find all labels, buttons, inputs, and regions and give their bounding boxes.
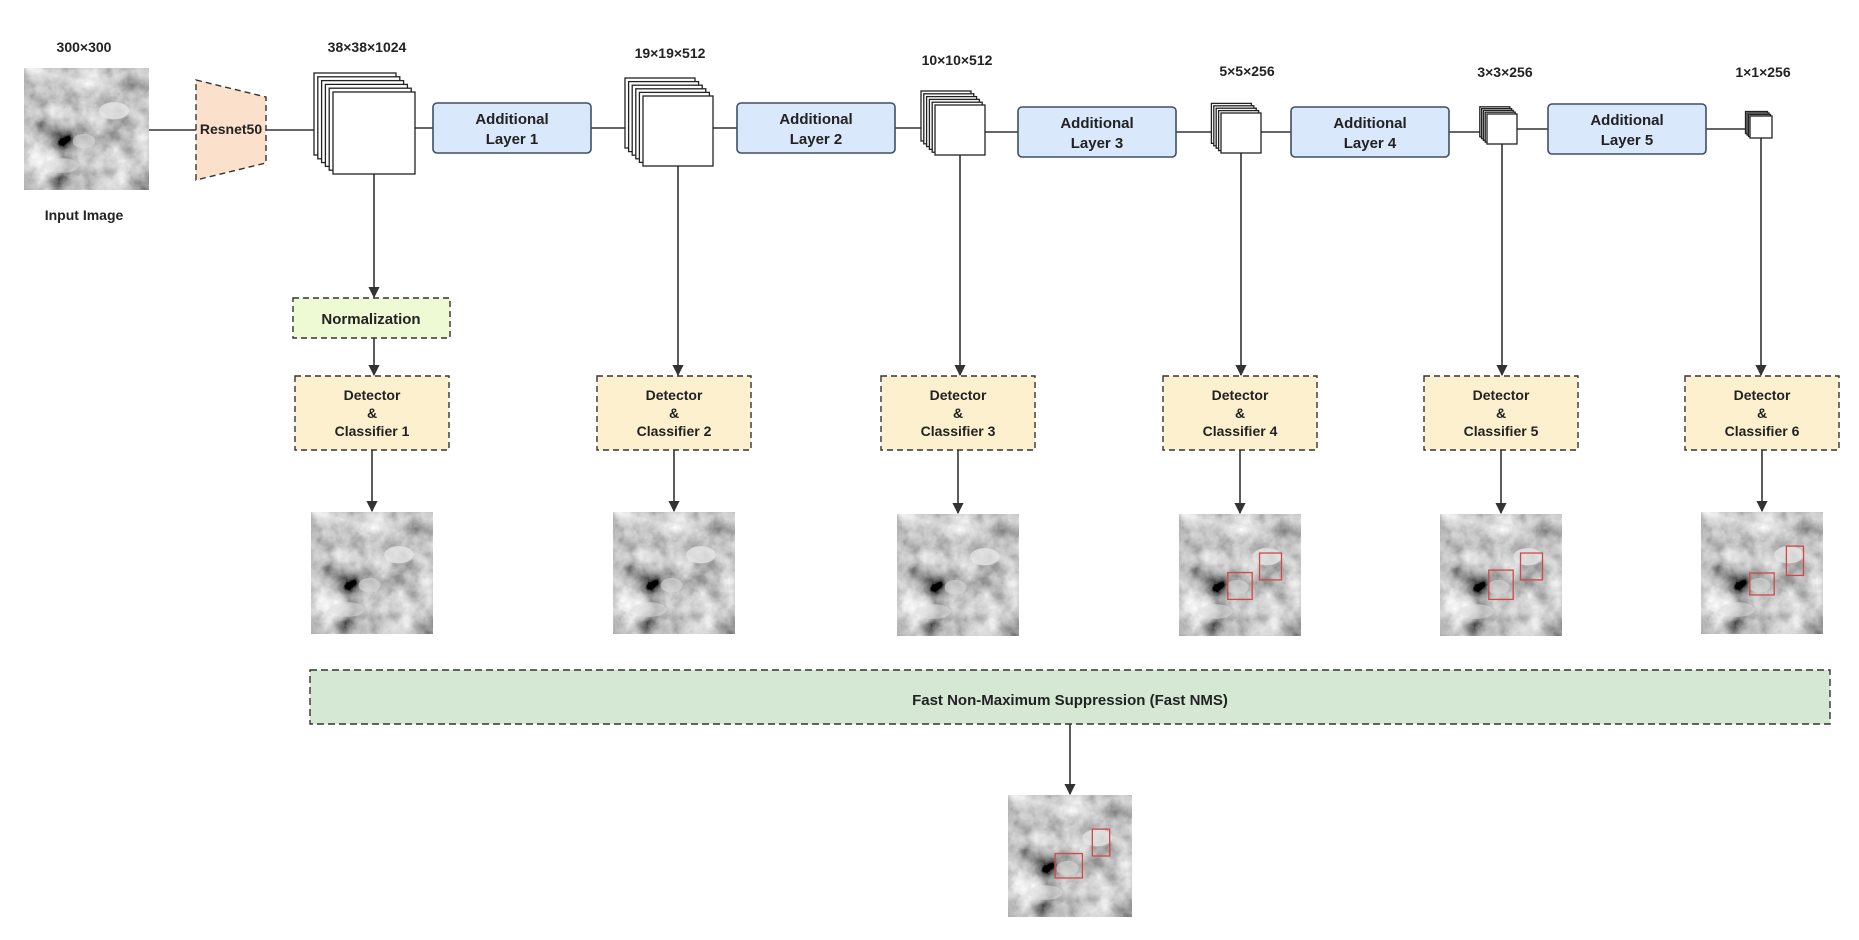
normalization-label: Normalization [321, 311, 420, 328]
feature-dim-label: 19×19×512 [635, 45, 706, 61]
feature-map-layer [642, 95, 714, 167]
feature-map-layer [1749, 115, 1773, 139]
detector-line2: & [367, 405, 377, 421]
additional-layer-line1: Additional [779, 111, 852, 128]
detector-line3: Classifier 3 [921, 423, 996, 439]
detection-box [1785, 545, 1805, 577]
feature-map-layer [934, 104, 986, 156]
feature-map-stack-5 [1479, 106, 1518, 145]
satellite-image [613, 512, 735, 634]
detector-classifier-1 [294, 375, 450, 451]
normalization-box [292, 297, 451, 339]
detector-line2: & [1235, 405, 1245, 421]
detector-line1: Detector [930, 387, 987, 403]
feature-dim-label: 1×1×256 [1735, 64, 1790, 80]
detection-box [1488, 569, 1514, 601]
resnet50-backbone [195, 79, 267, 181]
additional-layer-line1: Additional [475, 111, 548, 128]
detector-line1: Detector [344, 387, 401, 403]
feature-map-stack-6 [1744, 110, 1773, 139]
detector-output-image-4 [1179, 514, 1301, 636]
backbone-label: Resnet50 [200, 121, 262, 137]
detector-line1: Detector [1212, 387, 1269, 403]
feature-map-stack-4 [1210, 102, 1262, 154]
detector-line3: Classifier 5 [1464, 423, 1539, 439]
detection-box [1258, 552, 1283, 581]
detection-box [1091, 828, 1111, 857]
detector-line3: Classifier 4 [1203, 423, 1278, 439]
detector-output-image-3 [897, 514, 1019, 636]
additional-layer-4 [1290, 106, 1450, 158]
feature-map-stack-2 [624, 77, 714, 167]
additional-layer-line2: Layer 4 [1344, 135, 1397, 152]
detector-output-image-1 [311, 512, 433, 634]
satellite-image [1179, 514, 1301, 636]
detector-line1: Detector [1734, 387, 1791, 403]
detector-line2: & [1757, 405, 1767, 421]
detector-line2: & [953, 405, 963, 421]
input-caption: Input Image [45, 207, 124, 223]
detector-classifier-3 [880, 375, 1036, 451]
satellite-image [897, 514, 1019, 636]
detection-box [1227, 571, 1253, 601]
satellite-image [311, 512, 433, 634]
input-size-label: 300×300 [57, 39, 112, 55]
detector-line3: Classifier 2 [637, 423, 712, 439]
additional-layer-line1: Additional [1060, 115, 1133, 132]
feature-map-stack-1 [313, 72, 416, 175]
feature-map-layer [1486, 113, 1518, 145]
fast-nms-label: Fast Non-Maximum Suppression (Fast NMS) [912, 692, 1228, 709]
satellite-image [1008, 795, 1132, 917]
feature-dim-label: 10×10×512 [922, 52, 993, 68]
final-output-image [1008, 795, 1132, 917]
additional-layer-line1: Additional [1590, 112, 1663, 129]
additional-layer-line2: Layer 1 [486, 131, 539, 148]
detector-output-image-6 [1701, 512, 1823, 634]
feature-map-layer [332, 91, 416, 175]
additional-layer-1 [432, 102, 592, 154]
feature-dim-label: 38×38×1024 [328, 39, 407, 55]
additional-layer-line2: Layer 3 [1071, 135, 1124, 152]
additional-layer-line1: Additional [1333, 115, 1406, 132]
connection-lines [149, 127, 1768, 796]
detector-output-image-2 [613, 512, 735, 634]
detector-line2: & [669, 405, 679, 421]
satellite-image [24, 68, 149, 190]
feature-map-layer [1220, 112, 1262, 154]
additional-layer-line2: Layer 5 [1601, 132, 1654, 149]
fast-nms-box [309, 669, 1831, 725]
detector-classifier-2 [596, 375, 752, 451]
detector-classifier-4 [1162, 375, 1318, 451]
detector-line2: & [1496, 405, 1506, 421]
detector-line3: Classifier 1 [335, 423, 410, 439]
detector-line1: Detector [1473, 387, 1530, 403]
satellite-image [1440, 514, 1562, 636]
detector-line3: Classifier 6 [1725, 423, 1800, 439]
additional-layer-3 [1017, 106, 1177, 158]
feature-map-stack-3 [920, 90, 986, 156]
feature-dim-label: 5×5×256 [1219, 63, 1274, 79]
detector-output-image-5 [1440, 514, 1562, 636]
additional-layer-5 [1547, 103, 1707, 155]
detection-box [1054, 852, 1084, 879]
additional-layer-2 [736, 102, 896, 154]
detection-box [1519, 552, 1544, 581]
additional-layer-line2: Layer 2 [790, 131, 843, 148]
input-image [24, 68, 149, 190]
detector-classifier-5 [1423, 375, 1579, 451]
detector-classifier-6 [1684, 375, 1840, 451]
feature-dim-label: 3×3×256 [1477, 64, 1532, 80]
detector-line1: Detector [646, 387, 703, 403]
detection-box [1749, 572, 1775, 596]
